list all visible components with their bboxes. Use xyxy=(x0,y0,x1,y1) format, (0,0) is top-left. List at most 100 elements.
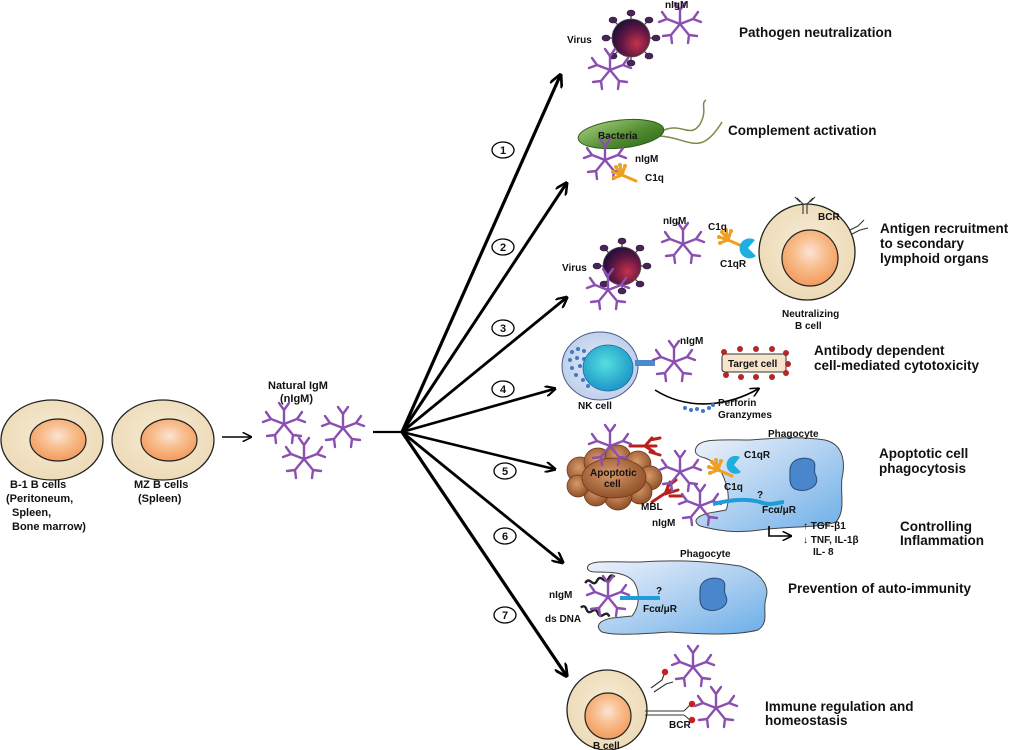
dsdna-icon xyxy=(580,605,611,618)
igm-icon xyxy=(320,405,366,449)
igm-icon xyxy=(651,339,697,383)
natural-igm-label: Natural IgM xyxy=(268,380,328,392)
outcome-line1: Apoptotic cell xyxy=(879,446,968,461)
igm-icon xyxy=(693,685,739,729)
outcome-line1: Antibody dependent xyxy=(814,343,945,358)
b-cell-label: B cell xyxy=(593,741,620,750)
c1qr-icon xyxy=(726,455,741,474)
phagocyte-label: Phagocyte xyxy=(680,549,731,560)
antigen-dot xyxy=(688,716,696,724)
tnf-down-label: ↓ TNF, IL-1β xyxy=(803,535,859,546)
fc-receptor-label: Fcα/μR xyxy=(643,604,678,615)
igm-icon xyxy=(281,436,327,480)
dsdna-icon xyxy=(584,574,616,585)
fc-receptor xyxy=(635,360,655,366)
svg-text:4: 4 xyxy=(500,384,507,396)
number-badge-5: 5 xyxy=(493,462,517,480)
outcome-label: Pathogen neutralization xyxy=(739,25,892,40)
arrow-1 xyxy=(400,76,560,433)
nk-cell-label: NK cell xyxy=(578,401,612,412)
b1-b-cell: B-1 B cells (Peritoneum, Spleen, Bone ma… xyxy=(0,399,104,533)
pathway-2-complement-activation: Bacteria nIgM C1q Complement activation xyxy=(577,99,877,184)
bcr-label: BCR xyxy=(818,212,840,223)
antigen-dot xyxy=(688,700,696,708)
natural-igm-abbr: (nIgM) xyxy=(280,393,313,405)
perforin-label: Perforin xyxy=(718,398,756,409)
pathway-arrows xyxy=(373,76,566,675)
bcr-label: BCR xyxy=(669,720,691,731)
natural-igm-group: Natural IgM (nIgM) xyxy=(261,380,366,480)
pathway-4-adcc: nIgM Target cell NK cell Perforin Granzy… xyxy=(561,331,980,421)
tgf-up-label: ↑ TGF-β1 xyxy=(803,521,846,532)
nigm-label: nIgM xyxy=(663,216,686,227)
apoptotic-label-line1: Apoptotic xyxy=(590,468,637,479)
phagocyte-nucleus xyxy=(789,457,818,491)
nigm-label: nIgM xyxy=(665,0,688,11)
phagocyte-label: Phagocyte xyxy=(768,429,819,440)
perforin-dots xyxy=(683,403,715,413)
fc-receptor xyxy=(712,497,785,507)
igm-icon xyxy=(660,221,706,265)
question-label: ? xyxy=(757,490,763,501)
question-label: ? xyxy=(656,586,662,597)
arrow-6 xyxy=(401,430,562,562)
outcome-line2: phagocytosis xyxy=(879,461,966,476)
flagellum xyxy=(659,121,723,144)
number-badge-3: 3 xyxy=(491,319,515,337)
svg-text:3: 3 xyxy=(500,323,506,335)
arrow-2 xyxy=(400,184,566,433)
c1qr-label: C1qR xyxy=(720,259,747,270)
number-badge-2: 2 xyxy=(491,238,515,256)
mz-b-cell: MZ B cells (Spleen) xyxy=(111,399,215,505)
pathway-3-antigen-recruitment: Virus nIgM C1q C1qR BCR Neutralizing B c… xyxy=(562,196,1009,332)
inflammation-title-line1: Controlling xyxy=(900,519,972,534)
svg-text:2: 2 xyxy=(500,242,506,254)
b1-label-line1: B-1 B cells xyxy=(10,479,66,491)
pathway-6-auto-immunity: Phagocyte ? Fcα/μR nIgM ds DNA Preventio… xyxy=(545,549,972,635)
pathway-7-immune-regulation: BCR B cell Immune regulation and homeost… xyxy=(566,644,914,750)
outcome-line2: cell-mediated cytotoxicity xyxy=(814,358,980,373)
number-badge-4: 4 xyxy=(491,380,515,398)
nigm-label: nIgM xyxy=(652,518,675,529)
outcome-line1: Immune regulation and xyxy=(765,699,914,714)
b1-label-line2: (Peritoneum, xyxy=(6,493,73,505)
cell-label-line1: Neutralizing xyxy=(782,309,839,320)
phagocyte-nucleus xyxy=(699,577,728,611)
cell-label-line2: B cell xyxy=(795,321,822,332)
granzymes-label: Granzymes xyxy=(718,410,772,421)
nk-granules xyxy=(568,347,590,388)
nk-nucleus xyxy=(582,344,634,392)
virus-label: Virus xyxy=(567,35,592,46)
c1q-label: C1q xyxy=(724,482,743,493)
c1qr-icon xyxy=(739,238,756,259)
number-badge-7: 7 xyxy=(493,606,517,624)
fc-receptor-label: Fcα/μR xyxy=(762,505,797,516)
outcome-line1: Antigen recruitment xyxy=(880,221,1009,236)
virus-label: Virus xyxy=(562,263,587,274)
controlling-inflammation: ↑ TGF-β1 ↓ TNF, IL-1β IL- 8 Controlling … xyxy=(768,519,984,558)
c1q-label: C1q xyxy=(708,222,727,233)
svg-text:7: 7 xyxy=(502,610,508,622)
inflammation-arrow xyxy=(768,526,790,536)
pathway-numbers: 1 2 3 4 5 6 7 xyxy=(491,141,517,624)
b1-label-line4: Bone marrow) xyxy=(12,521,86,533)
bcr-icon xyxy=(794,196,869,235)
c1qr-label: C1qR xyxy=(744,450,771,461)
inflammation-title-line2: Inflammation xyxy=(900,533,984,548)
arrow-3 xyxy=(401,298,566,434)
apoptotic-cell xyxy=(566,444,663,511)
svg-text:1: 1 xyxy=(500,145,506,157)
apoptotic-label-line2: cell xyxy=(604,479,621,490)
phagocyte-cell xyxy=(587,560,768,635)
mbl-label: MBL xyxy=(641,502,663,513)
outcome-line2: to secondary xyxy=(880,236,965,251)
mz-label-line1: MZ B cells xyxy=(134,479,188,491)
outcome-label: Prevention of auto-immunity xyxy=(788,581,972,596)
flagellum xyxy=(659,99,707,133)
bacteria-label: Bacteria xyxy=(598,131,638,142)
svg-text:6: 6 xyxy=(502,531,508,543)
outcome-label: Complement activation xyxy=(728,123,877,138)
target-antigens xyxy=(721,346,791,380)
nigm-label: nIgM xyxy=(680,336,703,347)
pathway-1-pathogen-neutralization: Virus nIgM Pathogen neutralization xyxy=(567,0,892,91)
